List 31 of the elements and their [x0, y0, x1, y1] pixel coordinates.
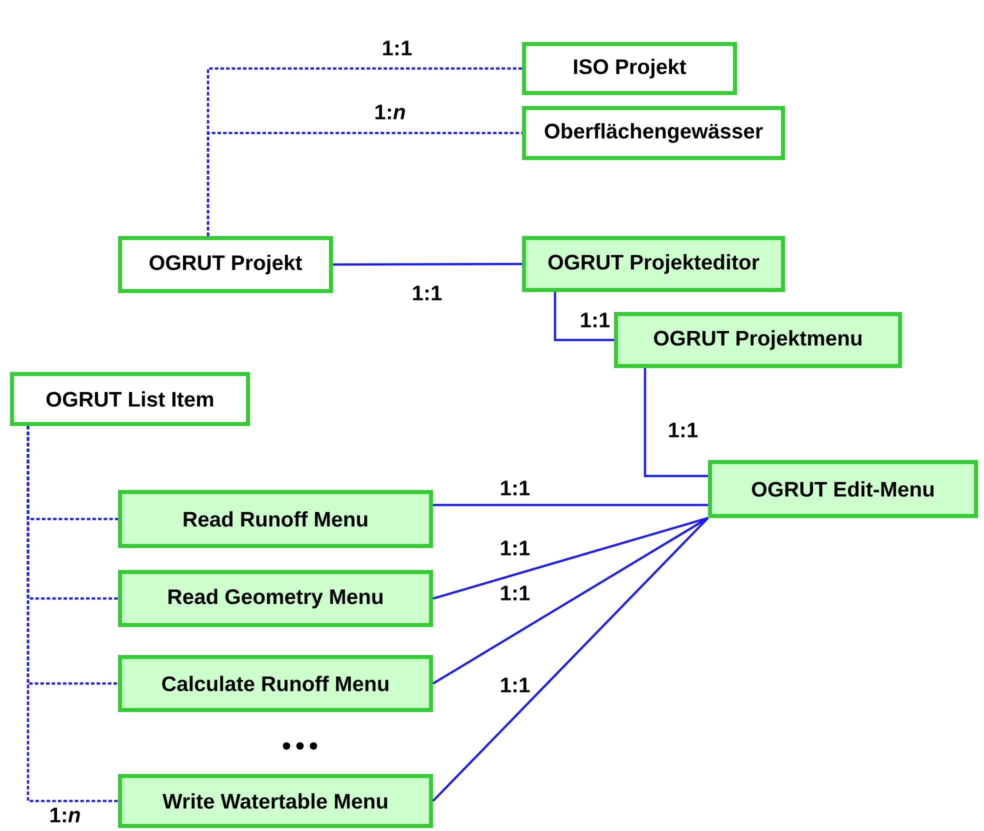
- edge-label: 1:1: [498, 584, 532, 602]
- edge-label: 1:1: [498, 479, 532, 497]
- connector-line: [432, 517, 709, 802]
- edge-label: 1:1: [666, 421, 700, 439]
- dotted-line: [26, 426, 118, 802]
- connector-line: [432, 516, 708, 600]
- edge-label: 1:1: [410, 284, 444, 302]
- menu-box: OGRUT Projekteditor: [522, 236, 786, 292]
- edge-label: 1:1: [380, 39, 414, 57]
- edge-label: 1:1: [578, 311, 612, 329]
- connector-line: [644, 368, 708, 478]
- menu-box: ISO Projekt: [522, 42, 738, 96]
- connector-line: [432, 517, 709, 684]
- ellipsis-label: •••: [282, 742, 318, 750]
- menu-box: OGRUT Projektmenu: [614, 312, 902, 368]
- edge-label: 1:n: [372, 103, 408, 121]
- dotted-line: [206, 132, 522, 236]
- connector-line: [433, 504, 708, 506]
- menu-box: OGRUT Projekt: [118, 236, 334, 294]
- menu-box: Read Runoff Menu: [118, 490, 434, 548]
- edge-label: 1:1: [498, 539, 532, 557]
- menu-box: OGRUT List Item: [10, 372, 250, 426]
- menu-box: Calculate Runoff Menu: [118, 655, 434, 712]
- edge-label: 1:n: [48, 806, 82, 824]
- menu-box: OGRUT Edit-Menu: [708, 460, 978, 518]
- menu-box: Oberflächengewässer: [522, 106, 786, 160]
- menu-box: Write Watertable Menu: [118, 774, 434, 828]
- connector-line: [333, 262, 522, 266]
- connector-line: [554, 292, 614, 342]
- edge-label: 1:1: [498, 676, 532, 694]
- menu-box: Read Geometry Menu: [118, 570, 434, 628]
